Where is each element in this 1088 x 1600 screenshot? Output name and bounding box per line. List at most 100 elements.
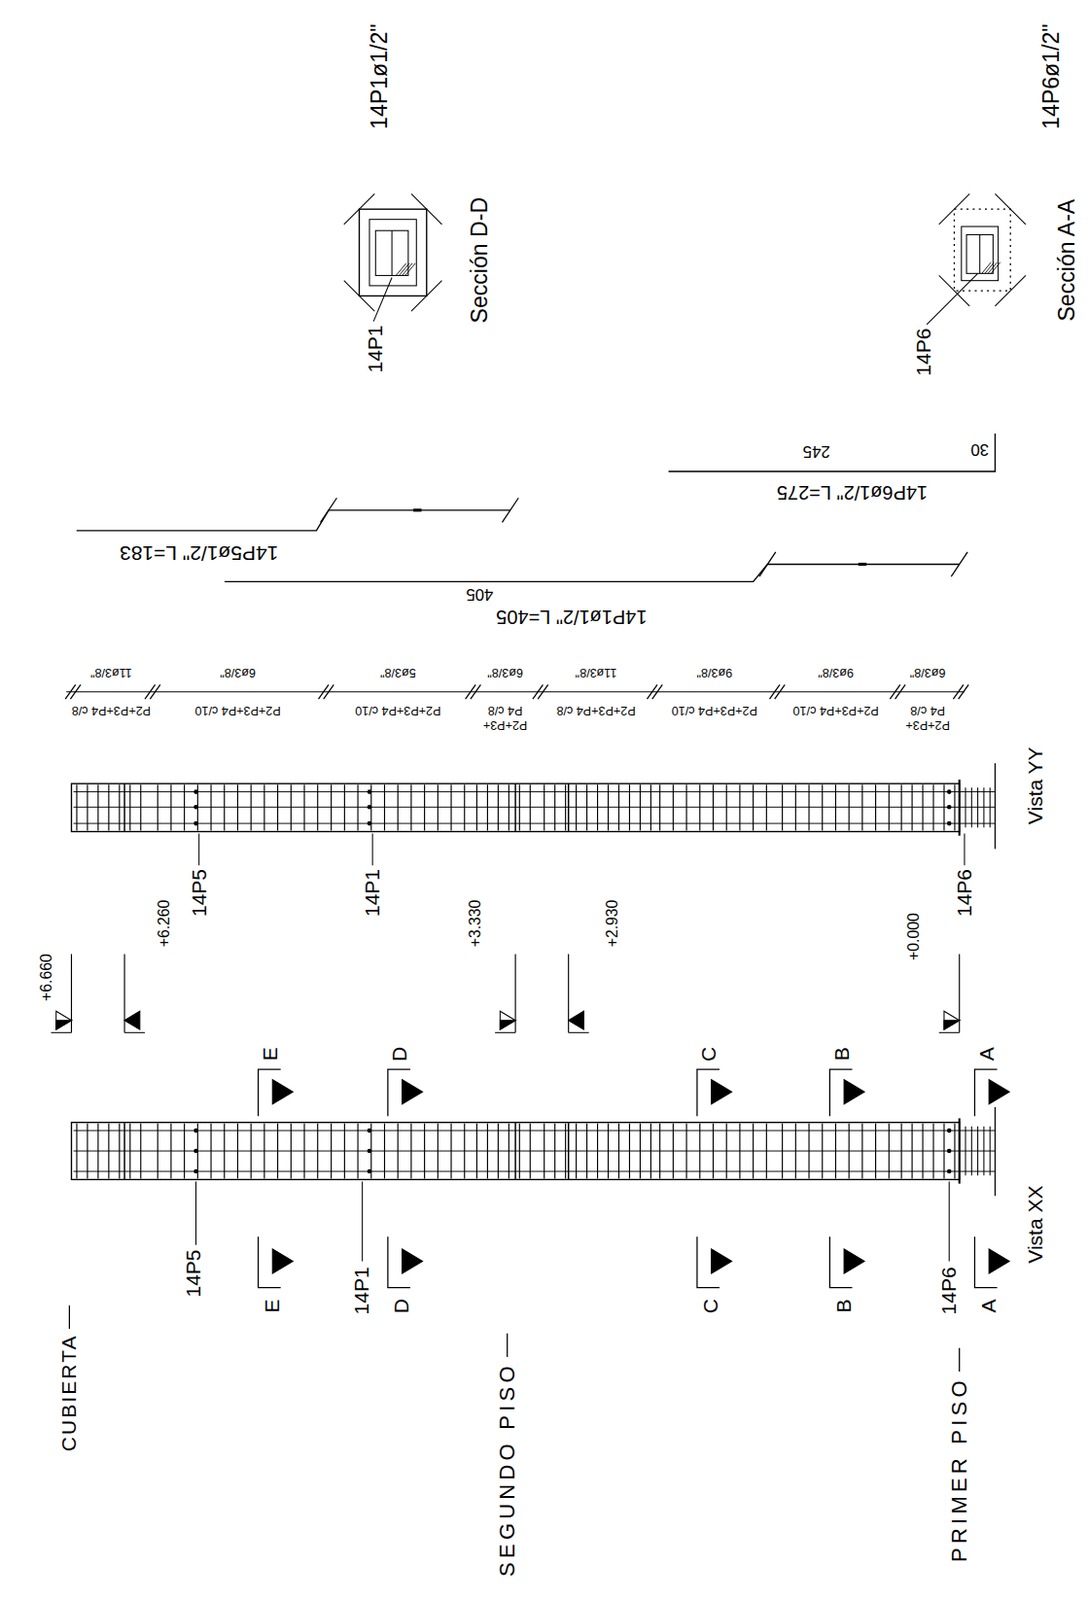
stirrup: [766, 784, 768, 831]
floor-level-dash: [69, 1305, 71, 1330]
stirrup: [932, 784, 934, 831]
stirrup: [554, 784, 556, 831]
stirrup: [303, 784, 305, 831]
callout-label: 14P6: [937, 1266, 961, 1315]
stirrup: [75, 784, 77, 831]
stirrup: [618, 1123, 620, 1180]
stirrup: [316, 1123, 318, 1180]
stirrup: [921, 1123, 923, 1180]
bar-dimension: 405: [465, 584, 493, 603]
stirrup: [290, 784, 292, 831]
bar-splice-dot: [367, 805, 373, 810]
stirrup: [875, 784, 877, 831]
stirrup: [170, 784, 172, 831]
callout-label: E: [260, 1299, 284, 1314]
slab-line: [123, 783, 125, 832]
slab-line: [514, 783, 516, 832]
stirrup: [183, 784, 185, 831]
stirrup: [752, 1123, 754, 1180]
leader-line: [373, 278, 392, 322]
stirrup: [250, 1123, 252, 1180]
stirrup: [699, 1123, 701, 1180]
stirrup: [835, 1123, 837, 1180]
section-arrow: [272, 1080, 293, 1105]
stirrup: [423, 1123, 425, 1180]
bar-label: 14P1ø1/2": [366, 24, 393, 130]
stirrup: [875, 1123, 877, 1180]
stirrup: [766, 1123, 768, 1180]
section-hatch: [405, 263, 416, 277]
callout-label: A: [975, 1047, 999, 1061]
dimension-tick: [769, 684, 779, 700]
dimension-tick: [895, 684, 906, 700]
stirrup: [290, 1123, 292, 1180]
bar-dimension: 245: [803, 441, 831, 460]
foundation-stirrup: [964, 1126, 966, 1176]
section-arrow: [272, 1249, 293, 1274]
dimension-tick: [889, 684, 900, 700]
stirrup-spec: P2+P3+P4 c/10: [354, 702, 441, 717]
stirrup: [450, 784, 452, 831]
stirrup: [943, 784, 945, 831]
section-title: Sección D-D: [466, 197, 493, 324]
stirrup: [672, 1123, 674, 1180]
stirrup-spec: P2+P3+P4 c/8: [556, 702, 635, 717]
longitudinal-bar: [73, 791, 996, 793]
stirrup: [821, 784, 823, 831]
dimension-tick: [465, 684, 476, 700]
callout-label: E: [258, 1047, 282, 1061]
bar-splice-dot: [947, 789, 952, 795]
section-corner-line: [344, 193, 375, 224]
callout-label: 14P5: [187, 869, 211, 917]
stirrup: [575, 784, 577, 831]
stirrup: [223, 1123, 225, 1180]
dimension-tick: [958, 684, 969, 700]
stirrup: [686, 784, 688, 831]
stirrup: [140, 1123, 141, 1180]
stirrup: [170, 1123, 172, 1180]
stirrup: [183, 1123, 185, 1180]
stirrup: [629, 784, 631, 831]
section-corner-line: [411, 280, 442, 312]
dimension-line: [66, 691, 965, 693]
stirrup: [795, 784, 797, 831]
stirrup-spec: 6ø3/8": [487, 666, 524, 680]
stirrup: [835, 784, 837, 831]
longitudinal-bar: [73, 1130, 996, 1132]
stirrup: [497, 1123, 499, 1180]
stirrup: [86, 784, 88, 831]
foundation-stirrup: [964, 787, 966, 828]
break-mark: [501, 497, 519, 523]
stirrup: [901, 784, 903, 831]
bar-label: 14P1ø1/2" L=405: [495, 605, 647, 629]
stirrup: [487, 784, 489, 831]
level-triangle: [56, 1011, 72, 1030]
section-stirrup: [369, 219, 417, 286]
longitudinal-bar: [73, 807, 996, 808]
stirrup: [953, 1123, 955, 1180]
section-arrow: [988, 1249, 1010, 1274]
stirrup-spec: 6ø3/8": [219, 666, 256, 680]
foundation-stirrup: [989, 787, 991, 828]
stirrup-spec: 9ø3/8": [696, 666, 733, 680]
floor-level-dash: [506, 1333, 508, 1358]
stirrup: [699, 784, 701, 831]
section-outline: [358, 209, 426, 296]
stirrup: [356, 1123, 358, 1180]
stirrup: [263, 1123, 265, 1180]
dimension-tick: [318, 684, 329, 700]
bar-splice-dot: [947, 1128, 952, 1134]
section-arrow: [711, 1080, 733, 1105]
stirrup: [330, 784, 332, 831]
base-line: [994, 1107, 996, 1196]
bar-splice-dot: [193, 805, 199, 810]
bar-splice-dot: [947, 1149, 952, 1155]
stirrup: [618, 784, 620, 831]
dimension-tick: [647, 684, 658, 700]
callout-label: 14P6: [952, 869, 977, 917]
stirrup: [384, 784, 386, 831]
stirrup: [237, 1123, 239, 1180]
stirrup-spec: P2+P3+P4 c/10: [194, 702, 281, 717]
level-tick: [124, 1032, 145, 1034]
